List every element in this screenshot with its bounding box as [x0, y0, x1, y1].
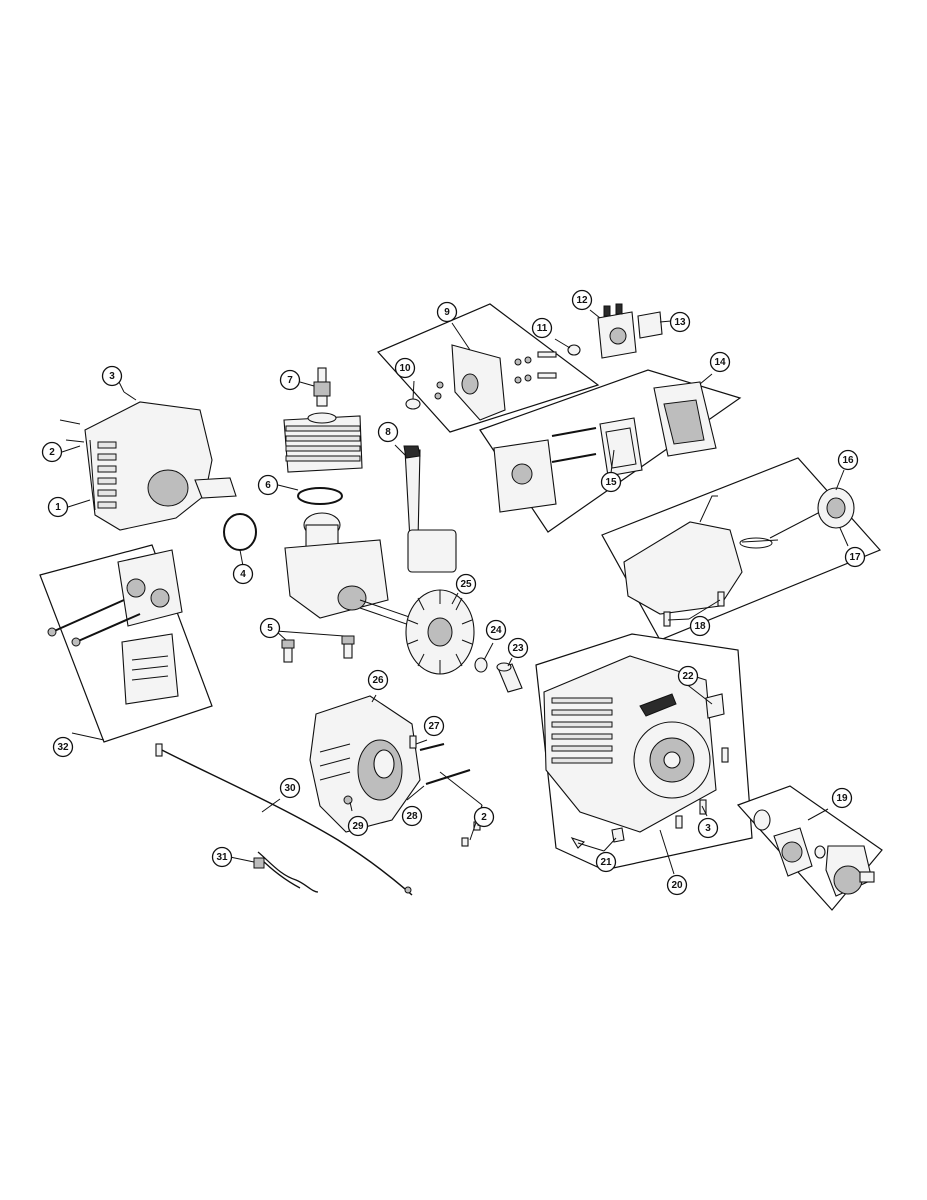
callout-16: 16 — [837, 449, 859, 471]
muffler-part — [47, 549, 183, 705]
callout-22: 22 — [677, 665, 699, 687]
callout-number: 24 — [490, 625, 502, 636]
callout-number: 20 — [671, 880, 683, 891]
seal-ring-part — [297, 487, 343, 505]
crankcase-part — [284, 512, 419, 629]
callout-11: 11 — [531, 317, 553, 339]
callout-number: 2 — [49, 447, 55, 458]
callout-number: 25 — [460, 579, 472, 590]
callout-24: 24 — [485, 619, 507, 641]
callout-12: 12 — [571, 289, 593, 311]
callout-31: 31 — [211, 846, 233, 868]
callout-14: 14 — [709, 351, 731, 373]
callout-number: 27 — [428, 721, 440, 732]
callout-number: 18 — [694, 621, 706, 632]
callout-number: 3 — [109, 371, 115, 382]
callout-19: 19 — [831, 787, 853, 809]
callout-9: 9 — [436, 301, 458, 323]
callout-number: 32 — [57, 742, 69, 753]
callout-number: 12 — [576, 295, 588, 306]
callout-28: 28 — [401, 805, 423, 827]
callout-number: 19 — [836, 793, 848, 804]
callout-number: 22 — [682, 671, 694, 682]
callout-5: 5 — [259, 617, 281, 639]
callout-number: 6 — [265, 480, 271, 491]
gasket-ring-part — [223, 513, 257, 551]
callout-number: 15 — [605, 477, 617, 488]
callout-number: 11 — [537, 323, 548, 334]
callout-number: 21 — [600, 857, 612, 868]
callout-number: 7 — [287, 375, 293, 386]
callout-number: 1 — [55, 502, 61, 513]
leader-lines — [61, 309, 849, 875]
callout-labels: 1234567891011121314151617181920212223242… — [41, 289, 866, 896]
callout-3: 3 — [697, 817, 719, 839]
fuel-tank-part — [623, 487, 855, 627]
callout-20: 20 — [666, 874, 688, 896]
callout-number: 28 — [406, 811, 418, 822]
callout-number: 8 — [385, 427, 391, 438]
callout-1: 1 — [47, 496, 69, 518]
callout-number: 17 — [849, 552, 861, 563]
cylinder-part — [283, 412, 363, 473]
air-filter-part — [493, 381, 717, 513]
flywheel-part — [405, 589, 475, 675]
callout-number: 23 — [512, 643, 524, 654]
callout-4: 4 — [232, 563, 254, 585]
callout-number: 29 — [352, 821, 364, 832]
engine-shroud-part — [59, 391, 237, 531]
ignition-coil-part — [403, 445, 457, 573]
callout-26: 26 — [367, 669, 389, 691]
callout-10: 10 — [394, 357, 416, 379]
callout-number: 16 — [842, 455, 854, 466]
callout-number: 31 — [216, 852, 228, 863]
callout-2: 2 — [473, 806, 495, 828]
washer-part — [474, 657, 488, 673]
throttle-cable-part — [155, 743, 413, 896]
callout-27: 27 — [423, 715, 445, 737]
screws-part-5 — [281, 635, 355, 663]
callout-number: 26 — [372, 675, 384, 686]
callout-number: 30 — [284, 783, 296, 794]
callout-23: 23 — [507, 637, 529, 659]
engine-housing-part — [543, 655, 729, 849]
callout-number: 14 — [714, 357, 726, 368]
callout-17: 17 — [844, 546, 866, 568]
callout-6: 6 — [257, 474, 279, 496]
callout-2: 2 — [41, 441, 63, 463]
clutch-part — [753, 809, 875, 897]
callout-29: 29 — [347, 815, 369, 837]
callout-number: 13 — [674, 317, 686, 328]
callout-18: 18 — [689, 615, 711, 637]
sleeve-part — [496, 662, 523, 693]
wire-harness-part — [253, 851, 319, 893]
callout-number: 2 — [481, 812, 487, 823]
callout-15: 15 — [600, 471, 622, 493]
callout-number: 4 — [240, 569, 246, 580]
callout-number: 3 — [705, 823, 711, 834]
callout-number: 10 — [399, 363, 411, 374]
callout-3: 3 — [101, 365, 123, 387]
callout-8: 8 — [377, 421, 399, 443]
spark-plug-part — [313, 367, 331, 407]
callout-7: 7 — [279, 369, 301, 391]
callout-25: 25 — [455, 573, 477, 595]
carburetor-gasket-part — [637, 311, 663, 339]
callout-13: 13 — [669, 311, 691, 333]
callout-number: 5 — [267, 623, 273, 634]
callout-21: 21 — [595, 851, 617, 873]
carburetor-adapter-part — [405, 344, 581, 421]
callout-32: 32 — [52, 736, 74, 758]
drive-housing-part — [309, 695, 481, 847]
callout-30: 30 — [279, 777, 301, 799]
carburetor-part — [597, 303, 637, 359]
callout-number: 9 — [444, 307, 450, 318]
